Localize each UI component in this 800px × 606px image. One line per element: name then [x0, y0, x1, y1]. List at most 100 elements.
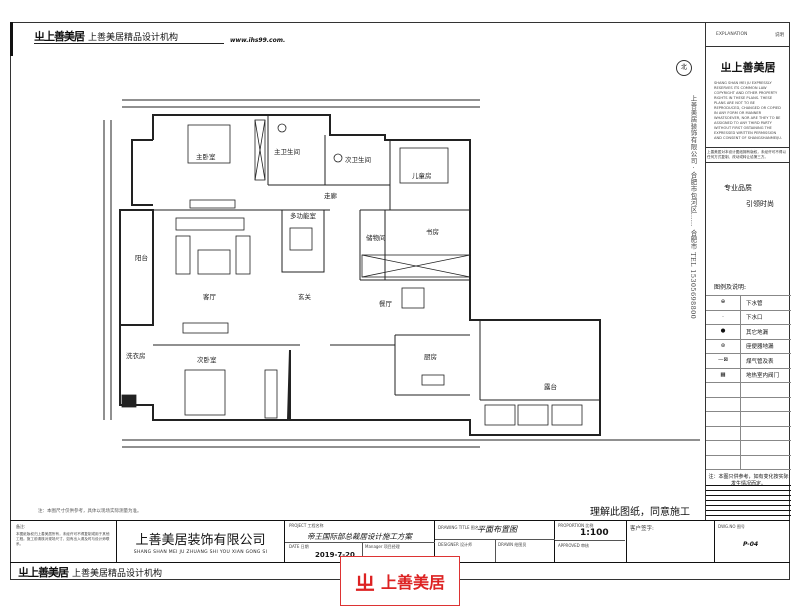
tv-cabinet [189, 199, 236, 209]
remarks-label: 备注: [16, 524, 26, 529]
right-info-panel: EXPLANATION 说明 ㄓ上善美居 SHANG SHAN MEI JU E… [705, 22, 791, 520]
drawing-number-cell: DWG.NO 图号 P-04 [715, 521, 790, 562]
legend-item: ●其它地漏 [706, 324, 791, 339]
room-label-study: 书房 [426, 227, 439, 236]
client-sign-label: 客户签字: [630, 526, 654, 532]
manager-label: Manager 项目经理 [365, 544, 400, 549]
drawn-label: DRAWN 绘图员 [498, 542, 527, 547]
remarks-cell: 备注: 本图纸版权归上善美居所有，未经许可不得复制或用于其他工程。施工前请核对现… [10, 521, 117, 562]
slogan-1: 专业品质 [724, 184, 752, 192]
room-label-terrace: 露台 [544, 382, 557, 391]
toilet-drain-icon: ⊛ [706, 339, 741, 353]
second-bed [184, 369, 226, 416]
footer-org-name: 上善美居精品设计机构 [72, 568, 163, 579]
stamp-text: 上善美居 [381, 573, 446, 592]
drain-pipe-icon: ⊕ [706, 296, 741, 310]
frame-accent-bar [10, 22, 13, 56]
heating-valve-icon: ▦ [706, 368, 741, 382]
legend-empty-row [706, 396, 791, 411]
legend-title: 图例及说明: [714, 284, 747, 291]
room-label-master-bath: 主卫生间 [274, 147, 300, 156]
kids-bed [399, 147, 449, 184]
legend-label: 地热室内阀门 [746, 373, 780, 380]
legend-note: 注：本图只供参考，如有变化按实际发生情况而定。 [706, 469, 791, 492]
stove [421, 374, 445, 386]
legend-label: 下水管 [746, 300, 763, 307]
room-label-second-bath: 次卫生间 [345, 155, 371, 164]
logo-mark: ㄓ上善美居 [18, 566, 69, 579]
scale-value: 1:100 [580, 528, 609, 538]
legend: 图例及说明: ⊕ 下水管 · 下水口 ●其它地漏 ⊛ 座便器地漏 —⊠煤气管及表 ▦ 地… [706, 280, 791, 492]
header-url: www.ihs99.com. [230, 37, 286, 44]
planter-2 [517, 404, 549, 426]
copyright-notice-cn: 上善美居对本设计图纸拥有版权，未经许可不得以任何方式复制、改动或转让给第三方。 [706, 147, 790, 163]
legend-label: 其它地漏 [746, 329, 769, 336]
second-wardrobe [264, 369, 278, 419]
company-name-en: SHANG SHAN MEI JU ZHUANG SHI YOU XIAN GO… [133, 550, 268, 555]
project-cell: PROJECT 工程名称 帝王国际部总裁居设计施工方案 DATE 日期 2019… [285, 521, 435, 562]
drawing-title: 平面布置图 [477, 525, 517, 534]
washing-machine [121, 394, 137, 408]
header-logo: ㄓ上善美居 上善美居精品设计机构 [34, 28, 178, 44]
scale-label: PROPORTION 比例 [558, 523, 594, 528]
room-label-multi-room: 多功能室 [290, 211, 317, 220]
client-sign-cell[interactable]: 客户签字: [627, 521, 715, 562]
slogan-2: 引领时尚 [746, 200, 774, 208]
company-address-vertical: 上善美居装饰有限公司 · 合肥市包河区…… 合肥市 TEL 1530569880… [689, 95, 697, 320]
legend-empty-row [706, 425, 791, 440]
agreement-text: 理解此图纸，同意施工 [590, 507, 690, 518]
designer-label: DESIGNER 设计师 [438, 542, 472, 547]
armchair-left [175, 235, 191, 275]
room-label-foyer: 玄关 [298, 292, 312, 301]
drawing-title-label: DRAWING TITLE 图名 [438, 525, 479, 530]
footer-logo: ㄓ上善美居 上善美居精品设计机构 [18, 564, 162, 580]
legend-label: 下水口 [746, 315, 763, 322]
approved-label: APPROVED 审核 [558, 543, 590, 548]
room-label-corridor: 走廊 [324, 191, 338, 200]
drain-outlet-icon: · [706, 310, 741, 324]
coffee-table [197, 249, 231, 275]
planter-1 [484, 404, 516, 426]
room-label-kitchen: 厨房 [424, 352, 437, 361]
dining-table [401, 287, 425, 309]
explanation-label-cn: 说明 [775, 33, 784, 38]
room-label-laundry: 洗衣房 [126, 351, 146, 360]
second-tv-cabinet [182, 322, 229, 334]
room-label-second-bedroom: 次卧室 [197, 355, 217, 364]
legend-empty-row [706, 440, 791, 455]
panel-bottom-bars [706, 485, 791, 520]
room-label-dining-room: 餐厅 [379, 299, 393, 308]
legend-item: ▦ 地热室内阀门 [706, 367, 791, 382]
legend-item: ⊕ 下水管 [706, 295, 791, 310]
panel-logo: ㄓ上善美居 [720, 61, 776, 74]
remarks-text: 本图纸版权归上善美居所有，未经许可不得复制或用于其他工程。施工前请核对现场尺寸，… [16, 532, 110, 546]
room-label-storage: 储物间 [366, 233, 386, 242]
planter-3 [551, 404, 583, 426]
interior-walls [153, 115, 600, 401]
room-label-master-bedroom: 主卧室 [196, 152, 216, 161]
legend-empty-row [706, 411, 791, 426]
study-cabinet [361, 254, 471, 278]
floor-plan: 主卧室 主卫生间 次卫生间 儿童房 走廊 多功能室 储物间 书房 阳台 客厅 玄… [103, 99, 700, 448]
multi-room-table [289, 227, 313, 251]
explanation-label: EXPLANATION [716, 32, 748, 37]
project-label: PROJECT 工程名称 [289, 523, 324, 528]
wardrobe [254, 119, 266, 181]
legend-item: —⊠煤气管及表 [706, 353, 791, 368]
logo-mark: ㄓ上善美居 [34, 30, 85, 43]
gas-meter-icon: —⊠ [706, 354, 741, 368]
toilet-2 [333, 153, 343, 163]
legend-empty-row [706, 454, 791, 469]
toilet [277, 123, 287, 133]
master-bed [187, 124, 231, 164]
room-label-kids-room: 儿童房 [412, 171, 432, 180]
date-label: DATE 日期 [289, 544, 309, 549]
scale-cell: PROPORTION 比例 1:100 APPROVED 审核 [555, 521, 627, 562]
room-label-balcony: 阳台 [135, 253, 148, 262]
legend-label: 座便器地漏 [746, 344, 774, 351]
header-underline [34, 43, 224, 44]
sofa [175, 217, 245, 231]
north-arrow-icon: 北 [676, 60, 692, 76]
armchair-right [235, 235, 251, 275]
drawing-no-label: DWG.NO 图号 [718, 524, 745, 529]
